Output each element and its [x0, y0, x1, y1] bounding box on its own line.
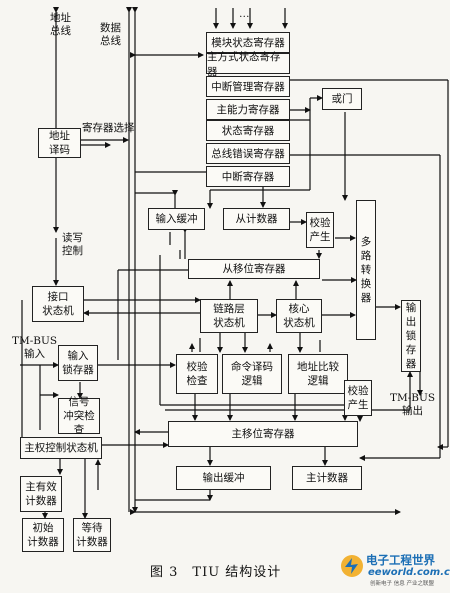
- figure-caption: 图 3 TIU 结构设计: [150, 565, 282, 580]
- command-decode-logic-block: 命令译码 逻辑: [222, 354, 282, 394]
- address-compare-logic-block: 地址比较 逻辑: [288, 354, 348, 394]
- wait-counter-block: 等待 计数器: [73, 518, 111, 552]
- main-shift-register-block: 主移位寄存器: [168, 421, 358, 447]
- check-verify-block: 校验 检查: [176, 354, 218, 394]
- initial-counter-block: 初始 计数器: [22, 518, 64, 552]
- master-valid-counter-block: 主有效 计数器: [20, 476, 62, 512]
- slave-counter-block: 从计数器: [223, 208, 290, 230]
- master-counter-block: 主计数器: [292, 466, 362, 490]
- register-select-label: 寄存器选择: [82, 122, 135, 134]
- or-gate-block: 或门: [322, 88, 362, 110]
- interrupt-register: 中断寄存器: [206, 166, 290, 187]
- tm-bus-input-label: TM-BUS 输入: [12, 335, 58, 360]
- master-mode-status-register: 主方式状态寄存器: [206, 51, 290, 78]
- check-generate-top-block: 校验 产生: [306, 212, 334, 248]
- logo-tagline: 创新电子 信息 产业之联盟: [370, 581, 434, 587]
- multiplexer-block: 多 路 转 换 器: [356, 200, 376, 340]
- input-latch-block: 输入 锁存器: [58, 345, 98, 381]
- output-buffer-block: 输出缓冲: [176, 466, 271, 490]
- master-capability-register: 主能力寄存器: [206, 99, 290, 120]
- link-layer-state-machine-block: 链路层 状态机: [200, 299, 258, 333]
- check-generate-bottom-block: 校验 产生: [344, 380, 372, 416]
- tm-bus-output-label: TM-BUS 输出: [390, 392, 436, 417]
- logo-name: 电子工程世界: [366, 553, 435, 567]
- eeworld-logo: 电子工程世界 eeworld.com.cn 创新电子 信息 产业之联盟: [340, 552, 450, 590]
- interrupt-management-register: 中断管理寄存器: [206, 76, 290, 97]
- address-bus-label: 地址 总线: [50, 12, 71, 37]
- register-inputs-ellipsis: …: [239, 8, 250, 20]
- eeworld-logo-icon: [341, 555, 363, 577]
- bus-error-register: 总线错误寄存器: [206, 143, 290, 164]
- signal-conflict-check-block: 信号 冲突检查: [58, 396, 100, 436]
- logo-domain: eeworld.com.cn: [368, 567, 450, 578]
- status-register: 状态寄存器: [206, 120, 290, 141]
- output-latch-block: 输 出 锁 存 器: [401, 300, 421, 372]
- read-write-control-label: 读写 控制: [62, 232, 83, 257]
- master-control-state-machine-block: 主权控制状态机: [20, 437, 102, 459]
- core-state-machine-block: 核心 状态机: [276, 299, 322, 333]
- address-decode-block: 地址 译码: [38, 128, 81, 158]
- data-bus-label: 数据 总线: [100, 22, 121, 47]
- interface-state-machine-block: 接口 状态机: [32, 286, 84, 322]
- input-buffer-block: 输入缓冲: [148, 208, 205, 230]
- slave-shift-register-block: 从移位寄存器: [188, 259, 320, 279]
- module-status-register: 模块状态寄存器: [206, 32, 290, 53]
